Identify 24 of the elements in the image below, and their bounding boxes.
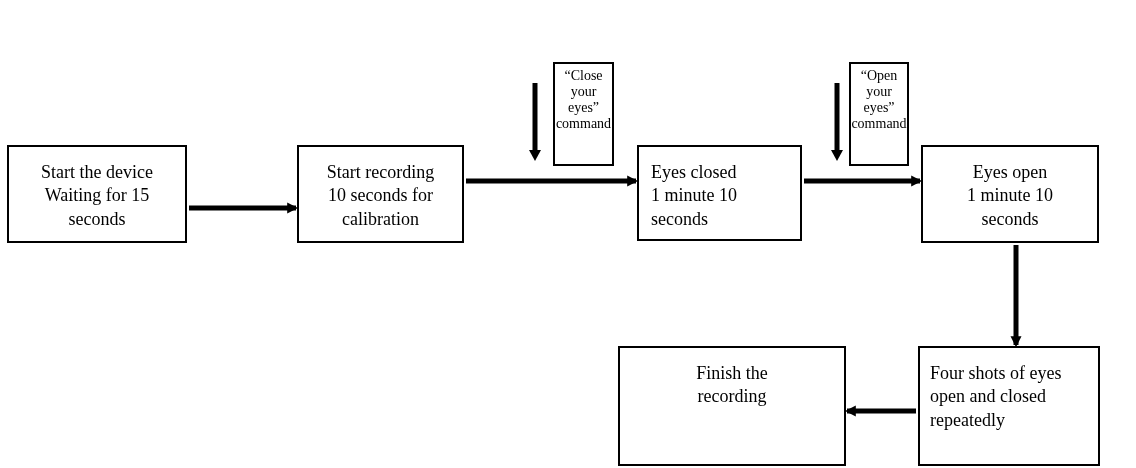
arrow bbox=[466, 175, 639, 187]
box-text: 1 minute 10 seconds bbox=[651, 184, 738, 231]
box-text: Start recording bbox=[326, 161, 435, 184]
process-box bbox=[918, 346, 1100, 466]
arrow bbox=[189, 202, 299, 214]
process-box bbox=[637, 145, 802, 241]
command-box bbox=[553, 62, 614, 166]
box-text: “Open your eyes” command bbox=[851, 68, 907, 133]
box-text: 10 seconds for calibration bbox=[327, 184, 434, 231]
box-text: “Close your eyes” command bbox=[555, 68, 612, 133]
box-text: Finish the recording bbox=[695, 362, 769, 409]
box-text: Start the device bbox=[41, 161, 153, 184]
arrow bbox=[1010, 245, 1022, 348]
process-box bbox=[297, 145, 464, 243]
process-box bbox=[7, 145, 187, 243]
command-box bbox=[849, 62, 909, 166]
box-text: Eyes open bbox=[972, 161, 1048, 184]
box-text: 1 minute 10 seconds bbox=[966, 184, 1054, 231]
box-text: Waiting for 15 seconds bbox=[43, 184, 151, 231]
process-box bbox=[618, 346, 846, 466]
box-text: Eyes closed bbox=[651, 161, 737, 184]
process-box bbox=[921, 145, 1099, 243]
arrow bbox=[804, 175, 923, 187]
box-text: Four shots of eyes open and closed repeatedly bbox=[930, 362, 1063, 432]
